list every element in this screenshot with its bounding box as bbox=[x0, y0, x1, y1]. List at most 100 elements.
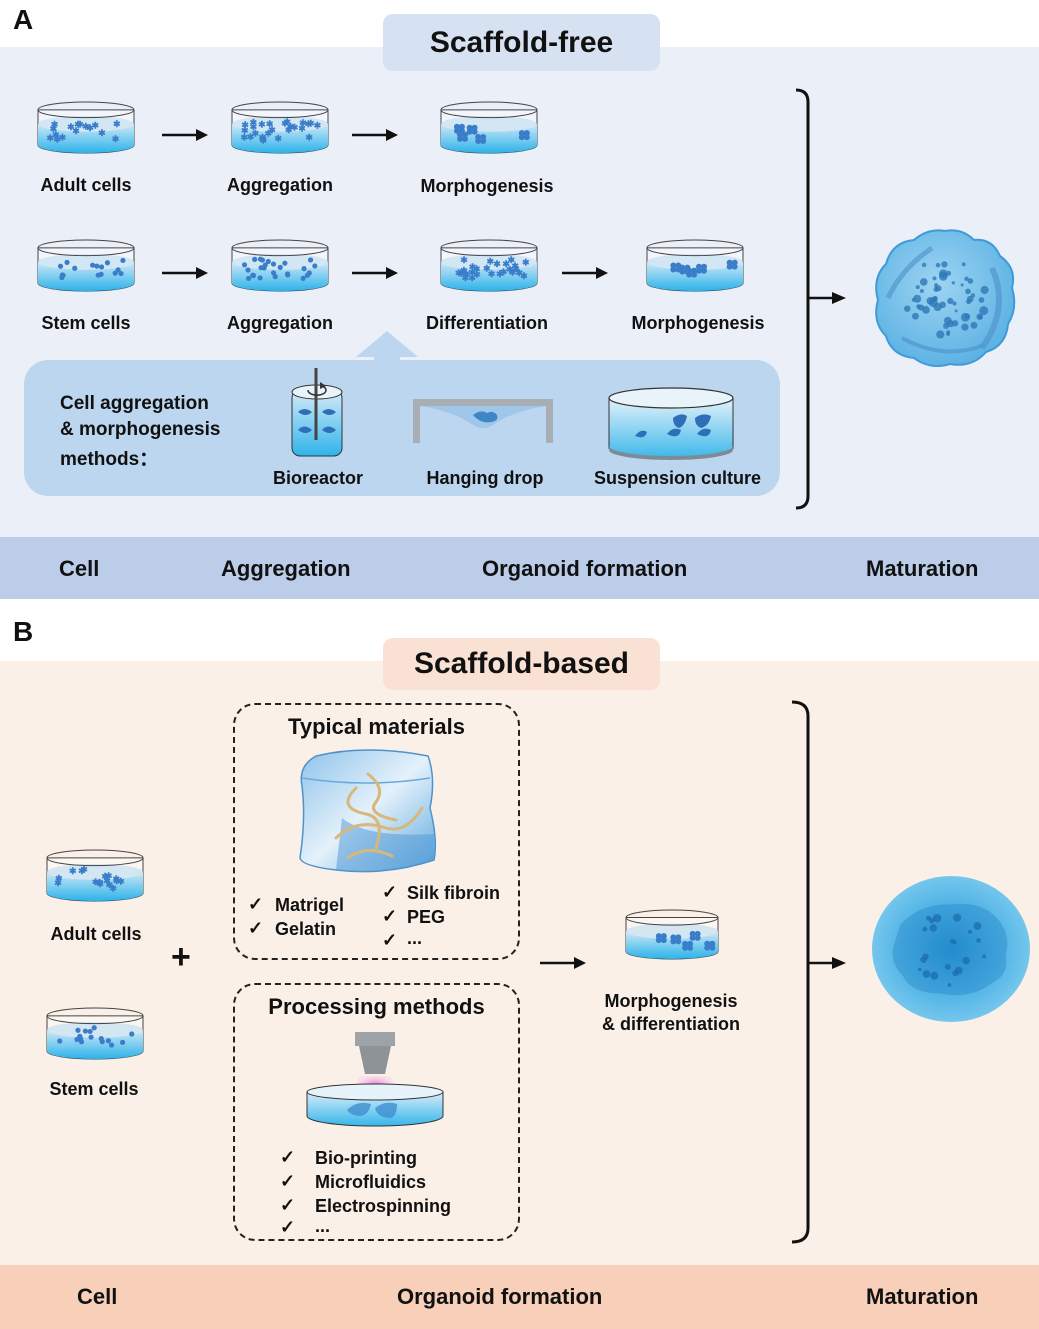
material-silk-fibroin: Silk fibroin bbox=[407, 883, 501, 903]
svg-text:✱: ✱ bbox=[117, 877, 125, 887]
result-line-2: & differentiation bbox=[602, 1014, 740, 1034]
label-aggregation-1: Aggregation bbox=[227, 175, 333, 195]
material-more: ... bbox=[407, 928, 423, 948]
arrow-icon bbox=[562, 267, 608, 279]
stage-b-organoid-formation: Organoid formation bbox=[397, 1284, 603, 1309]
svg-text:✱: ✱ bbox=[53, 134, 61, 144]
svg-text:✱: ✱ bbox=[80, 865, 88, 875]
material-matrigel: Matrigel bbox=[275, 895, 345, 915]
dish-stem-cells-a bbox=[37, 239, 135, 292]
panel-a-title: Scaffold-free bbox=[383, 14, 660, 71]
svg-text:✱: ✱ bbox=[522, 257, 530, 267]
check-icon: ✓ bbox=[280, 1217, 296, 1237]
svg-text:✱: ✱ bbox=[500, 267, 508, 277]
svg-text:✱: ✱ bbox=[55, 873, 63, 883]
svg-text:✱: ✱ bbox=[506, 264, 514, 274]
material-peg: PEG bbox=[407, 907, 446, 927]
svg-text:✱: ✱ bbox=[291, 123, 299, 133]
svg-text:✱: ✱ bbox=[508, 255, 516, 265]
stage-a-aggregation: Aggregation bbox=[221, 556, 351, 581]
svg-text:✱: ✱ bbox=[250, 117, 258, 127]
svg-text:✱: ✱ bbox=[314, 120, 322, 130]
arrow-icon bbox=[162, 129, 208, 141]
svg-text:✱: ✱ bbox=[285, 125, 293, 135]
arrow-icon bbox=[352, 129, 398, 141]
organoid-b-illustration bbox=[872, 876, 1030, 1022]
svg-text:✱: ✱ bbox=[469, 262, 477, 272]
svg-text:✱: ✱ bbox=[86, 123, 94, 133]
stage-b-cell: Cell bbox=[77, 1284, 118, 1309]
svg-text:✱: ✱ bbox=[51, 119, 59, 129]
svg-text:✱: ✱ bbox=[511, 261, 519, 271]
svg-text:✱: ✱ bbox=[69, 866, 77, 876]
stage-a-maturation: Maturation bbox=[866, 556, 979, 581]
svg-text:✱: ✱ bbox=[283, 117, 291, 127]
stage-a-cell: Cell bbox=[59, 556, 100, 581]
svg-text:✱: ✱ bbox=[512, 264, 520, 274]
methods-heading-1: Cell aggregation bbox=[60, 393, 209, 414]
dish-aggregation-a1: ✱✱✱✱✱✱✱✱✱✱✱✱✱✱✱✱✱✱✱✱✱✱✱✱✱✱ bbox=[231, 101, 329, 154]
label-aggregation-2: Aggregation bbox=[227, 313, 333, 333]
svg-text:✱: ✱ bbox=[96, 877, 104, 887]
stage-bar-b bbox=[0, 1265, 1039, 1329]
label-morphogenesis-1: Morphogenesis bbox=[420, 176, 554, 196]
svg-text:✱: ✱ bbox=[299, 118, 307, 128]
svg-text:✱: ✱ bbox=[106, 880, 114, 890]
dish-morphogenesis-a2 bbox=[646, 239, 744, 292]
svg-text:✱: ✱ bbox=[502, 259, 510, 269]
svg-text:✱: ✱ bbox=[281, 119, 289, 129]
check-icon: ✓ bbox=[280, 1147, 296, 1167]
svg-text:✱: ✱ bbox=[109, 883, 117, 893]
bracket-a bbox=[795, 88, 846, 510]
check-icon: ✓ bbox=[382, 930, 398, 950]
methods-heading-2: & morphogenesis bbox=[60, 419, 221, 440]
arrow-icon bbox=[540, 957, 586, 969]
svg-text:✱: ✱ bbox=[468, 267, 476, 277]
svg-text:✱: ✱ bbox=[50, 124, 58, 134]
svg-text:✱: ✱ bbox=[98, 128, 106, 138]
bioreactor-icon bbox=[291, 368, 343, 457]
bracket-b bbox=[791, 700, 846, 1244]
dish-aggregation-a2 bbox=[231, 239, 329, 292]
svg-text:✱: ✱ bbox=[488, 269, 496, 279]
label-morphogenesis-2: Morphogenesis bbox=[631, 313, 765, 333]
svg-text:✱: ✱ bbox=[468, 273, 476, 283]
label-suspension-culture: Suspension culture bbox=[593, 468, 762, 488]
hanging-drop-icon bbox=[413, 399, 553, 443]
svg-text:✱: ✱ bbox=[91, 121, 99, 131]
svg-text:✱: ✱ bbox=[74, 120, 82, 130]
stage-b-maturation: Maturation bbox=[866, 1284, 979, 1309]
svg-text:✱: ✱ bbox=[250, 122, 258, 132]
svg-text:✱: ✱ bbox=[307, 118, 315, 128]
panel-a-letter: A bbox=[13, 4, 34, 35]
svg-text:✱: ✱ bbox=[105, 871, 113, 881]
svg-text:✱: ✱ bbox=[252, 129, 260, 139]
svg-text:✱: ✱ bbox=[241, 120, 249, 130]
typical-materials-heading: Typical materials bbox=[288, 714, 465, 739]
svg-text:✱: ✱ bbox=[92, 877, 100, 887]
check-icon: ✓ bbox=[280, 1171, 296, 1191]
svg-text:✱: ✱ bbox=[473, 269, 481, 279]
svg-text:✱: ✱ bbox=[260, 135, 268, 145]
panel-b-letter: B bbox=[13, 616, 34, 647]
label-bioreactor: Bioreactor bbox=[272, 468, 364, 488]
dish-morphogenesis-a1 bbox=[440, 101, 538, 154]
svg-text:✱: ✱ bbox=[473, 264, 481, 274]
svg-text:✱: ✱ bbox=[76, 120, 84, 130]
svg-text:✱: ✱ bbox=[54, 878, 62, 888]
processing-methods-box bbox=[233, 983, 520, 1241]
svg-text:✱: ✱ bbox=[275, 134, 283, 144]
label-adult-cells: Adult cells bbox=[40, 175, 132, 195]
svg-text:✱: ✱ bbox=[265, 129, 273, 139]
method-microfluidics: Microfluidics bbox=[315, 1172, 427, 1192]
svg-text:✱: ✱ bbox=[462, 269, 470, 279]
svg-text:✱: ✱ bbox=[113, 876, 121, 886]
svg-text:✱: ✱ bbox=[515, 268, 523, 278]
check-icon: ✓ bbox=[280, 1195, 296, 1215]
label-stem-cells: Stem cells bbox=[41, 313, 131, 333]
svg-text:✱: ✱ bbox=[455, 268, 463, 278]
stage-bar-a bbox=[0, 537, 1039, 599]
dish-morphogenesis-b bbox=[625, 909, 719, 960]
svg-text:✱: ✱ bbox=[509, 267, 517, 277]
check-icon: ✓ bbox=[382, 906, 398, 926]
